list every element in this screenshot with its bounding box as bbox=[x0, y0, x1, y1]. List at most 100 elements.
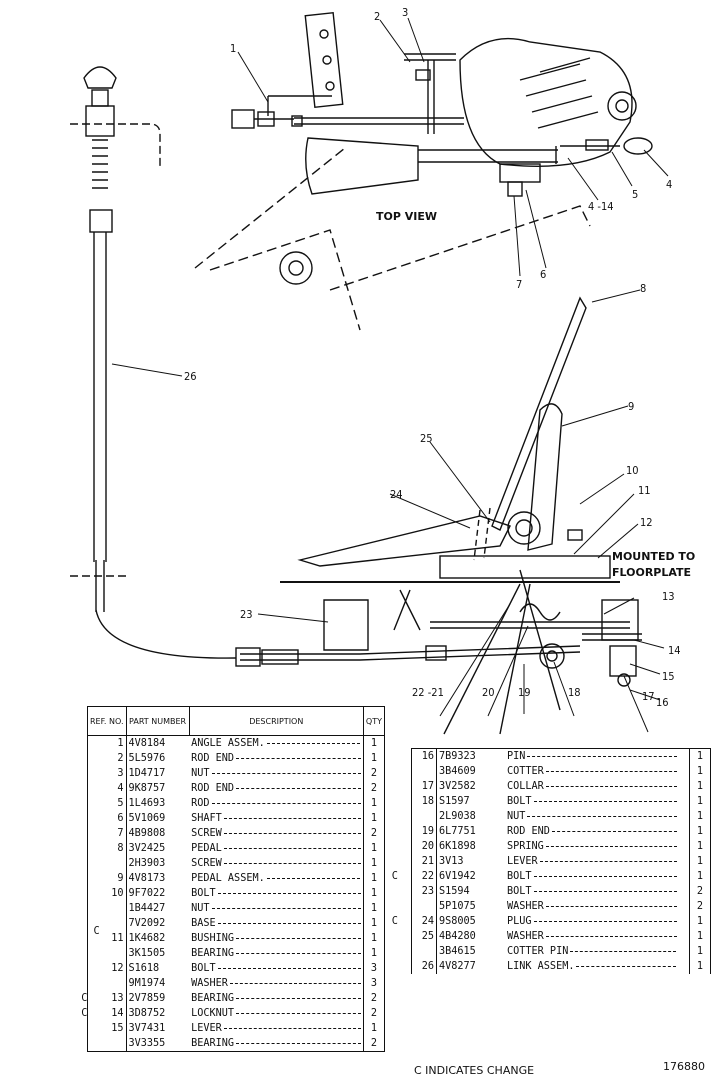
ref-cell: 12 bbox=[87, 961, 127, 976]
description-text: WASHER bbox=[507, 931, 544, 942]
description-text: COTTER bbox=[507, 766, 544, 777]
qty-cell: 1 bbox=[696, 916, 704, 927]
description-text: WASHER bbox=[507, 901, 544, 912]
ref-number: 15 bbox=[111, 1023, 124, 1034]
description-text: BEARING bbox=[191, 948, 235, 959]
description-cell: LINK ASSEM. bbox=[505, 959, 690, 974]
callout-2: 2 bbox=[374, 10, 380, 23]
description-text: BOLT bbox=[507, 796, 532, 807]
description-text: BASE bbox=[191, 918, 216, 929]
leader-dashes bbox=[217, 922, 361, 924]
description-cell: SCREW bbox=[189, 856, 364, 871]
qty-cell: 1 bbox=[370, 798, 378, 809]
part-number-cell: 7B9323 bbox=[439, 751, 476, 762]
leader-dashes bbox=[533, 920, 677, 922]
leader-dashes bbox=[527, 815, 677, 817]
description-text: SCREW bbox=[191, 828, 222, 839]
ref-cell: 19 bbox=[411, 824, 437, 839]
ref-number: 26 bbox=[421, 961, 434, 972]
leader-dashes bbox=[545, 785, 677, 787]
part-number-cell: 9K8757 bbox=[128, 783, 166, 794]
description-cell: BASE bbox=[189, 916, 364, 931]
description-text: SPRING bbox=[507, 841, 544, 852]
ref-cell: 11 bbox=[87, 931, 127, 946]
callout-15: 15 bbox=[662, 670, 675, 683]
part-number-cell: 9S8005 bbox=[439, 916, 476, 927]
ref-number: 4 bbox=[117, 783, 124, 794]
description-text: LEVER bbox=[507, 856, 538, 867]
ref-cell: C bbox=[87, 916, 127, 937]
top-view bbox=[194, 12, 653, 331]
ref-number: 8 bbox=[117, 843, 124, 854]
qty-cell: 1 bbox=[370, 858, 378, 869]
ref-number: 23 bbox=[421, 886, 434, 897]
part-number-cell: 4V8184 bbox=[128, 738, 166, 749]
qty-cell: 1 bbox=[696, 811, 704, 822]
part-number-cell: 6V1942 bbox=[439, 871, 476, 882]
link-assembly bbox=[70, 66, 237, 659]
leader-dashes bbox=[236, 937, 361, 939]
part-number-cell: S1597 bbox=[439, 796, 470, 807]
callout-24: 24 bbox=[390, 488, 403, 501]
leader-dashes bbox=[236, 952, 361, 954]
part-number-cell: 7V2092 bbox=[128, 918, 166, 929]
leader-dashes bbox=[551, 830, 677, 832]
qty-cell: 2 bbox=[370, 993, 378, 1004]
ref-number: 12 bbox=[111, 963, 124, 974]
part-number-cell: 6L7751 bbox=[439, 826, 476, 837]
description-text: PEDAL bbox=[191, 843, 222, 854]
part-number-cell: 4V8173 bbox=[128, 873, 166, 884]
ref-number: 7 bbox=[117, 828, 124, 839]
part-number-cell: 3V2425 bbox=[128, 843, 166, 854]
leader-dashes bbox=[217, 892, 361, 894]
part-number-cell: 5L5976 bbox=[128, 753, 166, 764]
qty-cell: 1 bbox=[370, 903, 378, 914]
part-number-cell: 5P1075 bbox=[439, 901, 476, 912]
callout-20: 20 bbox=[482, 686, 495, 699]
change-flag: C bbox=[81, 1008, 88, 1019]
callout-labels: 1 2 3 4 5 4 -14 6 7 8 9 10 11 12 13 14 1… bbox=[184, 6, 695, 709]
qty-cell: 1 bbox=[696, 856, 704, 867]
ref-number: 6 bbox=[117, 813, 124, 824]
description-cell: BEARING bbox=[189, 1036, 364, 1052]
leader-dashes bbox=[533, 875, 677, 877]
description-text: BEARING bbox=[191, 1038, 235, 1049]
change-flag: C bbox=[391, 871, 398, 882]
qty-cell: 2 bbox=[696, 886, 704, 897]
qty-cell: 3 bbox=[370, 978, 378, 989]
part-number-cell: 3B4609 bbox=[439, 766, 476, 777]
leader-dashes bbox=[236, 997, 361, 999]
description-text: LOCKNUT bbox=[191, 1008, 235, 1019]
qty-cell: 1 bbox=[696, 841, 704, 852]
description-text: PIN bbox=[507, 751, 526, 762]
description-text: COTTER PIN bbox=[507, 946, 569, 957]
ref-cell: 2 bbox=[87, 751, 127, 766]
ref-cell: 16 bbox=[411, 748, 437, 764]
qty-cell: 1 bbox=[696, 946, 704, 957]
ref-cell bbox=[411, 764, 437, 779]
leader-dashes bbox=[236, 1012, 361, 1014]
ref-cell: 20 bbox=[411, 839, 437, 854]
description-cell: ROD END bbox=[505, 824, 690, 839]
description-cell: LEVER bbox=[189, 1021, 364, 1036]
header-qty: QTY bbox=[363, 706, 385, 736]
description-cell: LEVER bbox=[505, 854, 690, 869]
ref-cell: 8 bbox=[87, 841, 127, 856]
change-flag: C bbox=[81, 993, 88, 1004]
callout-6: 6 bbox=[540, 268, 546, 281]
description-cell: BOLT bbox=[505, 869, 690, 884]
